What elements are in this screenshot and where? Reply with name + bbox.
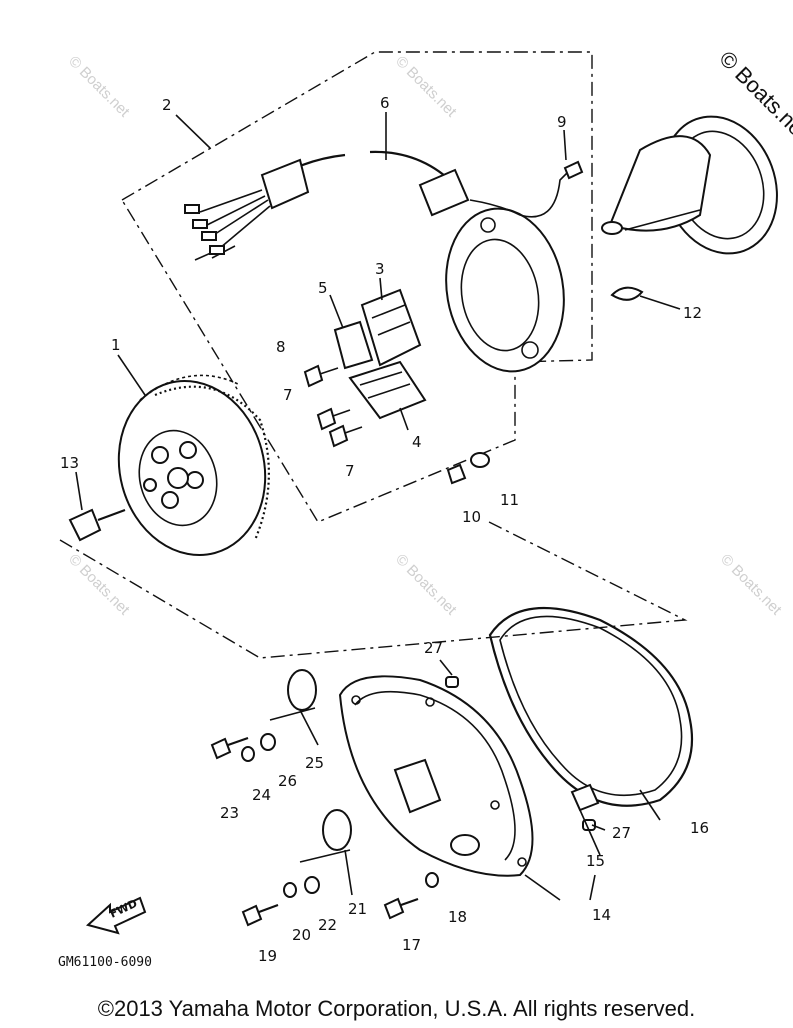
callout-12: 12 <box>683 304 702 322</box>
callout-21: 21 <box>348 900 367 918</box>
callout-7a: 7 <box>283 386 293 404</box>
watermark-text: © Boats.net <box>65 53 133 121</box>
leader-lines <box>75 112 681 901</box>
drawing-code: GM61100-6090 <box>58 955 152 970</box>
screw <box>563 160 584 180</box>
callout-18: 18 <box>448 908 467 926</box>
watermark-text: © Boats.net <box>65 551 133 619</box>
callout-5: 5 <box>318 279 328 297</box>
callout-6: 6 <box>380 94 390 112</box>
crankshaft-housing <box>601 115 778 255</box>
callout-4: 4 <box>412 433 422 451</box>
washer <box>470 452 490 468</box>
crankcase-cover <box>338 675 534 877</box>
callouts: 1 2 3 4 5 6 7 7 8 9 10 11 12 13 14 15 16… <box>60 94 709 965</box>
callout-22: 22 <box>318 916 337 934</box>
callout-14: 14 <box>592 906 611 924</box>
charge-coil <box>348 360 427 420</box>
callout-20: 20 <box>292 926 311 944</box>
callout-8: 8 <box>276 338 286 356</box>
watermark-text: © Boats.net <box>392 53 460 121</box>
stator-plate <box>445 207 565 373</box>
callout-1: 1 <box>111 336 121 354</box>
cable-clamp <box>269 669 352 863</box>
callout-25: 25 <box>305 754 324 772</box>
callout-16: 16 <box>690 819 709 837</box>
callout-19: 19 <box>258 947 277 965</box>
callout-11: 11 <box>500 491 519 509</box>
wire-harness <box>184 150 571 261</box>
callout-3: 3 <box>375 260 385 278</box>
callout-9: 9 <box>557 113 567 131</box>
bolts-and-washers <box>210 733 439 927</box>
callout-26: 26 <box>278 772 297 790</box>
callout-17: 17 <box>402 936 421 954</box>
woodruff-key <box>610 286 644 301</box>
callout-10: 10 <box>462 508 481 526</box>
pickup-coil <box>360 288 422 367</box>
callout-2: 2 <box>162 96 172 114</box>
callout-27b: 27 <box>612 824 631 842</box>
bolt <box>446 463 467 485</box>
lighting-coil <box>333 320 374 370</box>
forward-arrow-icon: FWD <box>85 896 147 935</box>
callout-27a: 27 <box>424 639 443 657</box>
copyright-notice: ©2013 Yamaha Motor Corporation, U.S.A. A… <box>97 996 696 1021</box>
flywheel <box>117 374 270 557</box>
callout-24: 24 <box>252 786 271 804</box>
stator-assembly-boundary <box>121 51 593 523</box>
flywheel-bolt <box>68 508 126 542</box>
gasket <box>488 606 694 807</box>
callout-13: 13 <box>60 454 79 472</box>
watermark-text: © Boats.net <box>392 551 460 619</box>
flywheel-plane-boundary <box>59 519 688 659</box>
callout-23: 23 <box>220 804 239 822</box>
callout-15: 15 <box>586 852 605 870</box>
dowel-pin <box>570 783 600 812</box>
watermark-text: © Boats.net <box>717 551 785 619</box>
dowel <box>445 676 459 688</box>
callout-7b: 7 <box>345 462 355 480</box>
screws <box>303 364 363 448</box>
